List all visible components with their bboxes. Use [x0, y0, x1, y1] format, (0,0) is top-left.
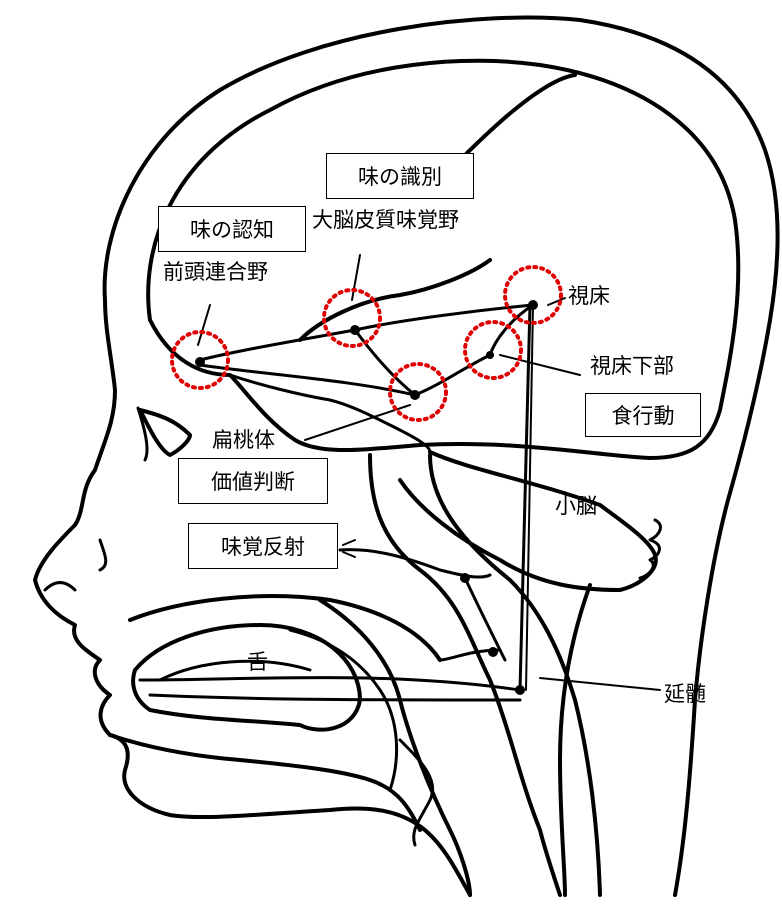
brainstem-front: [370, 455, 560, 895]
path-tongue-medulla: [140, 678, 520, 691]
path-reflex: [340, 550, 490, 577]
brainstem-back: [430, 455, 600, 895]
leader-prefrontal: [198, 305, 210, 345]
label-cerebellum: 小脳: [555, 496, 597, 517]
path-reflex-medulla: [465, 578, 505, 660]
label-taste-reflex: 味覚反射: [188, 523, 338, 569]
label-prefrontal: 前頭連合野: [163, 262, 268, 283]
leader-thalamus-label: [548, 298, 565, 305]
leader-cortex: [352, 255, 360, 300]
neck-curve-front: [320, 600, 470, 895]
leader-medulla: [540, 678, 660, 690]
label-medulla: 延髄: [664, 684, 706, 705]
nose-line: [100, 540, 106, 570]
label-taste-recognition: 味の認知: [158, 206, 306, 252]
larynx: [400, 740, 433, 845]
brain-inner-curve: [460, 75, 575, 160]
label-cerebral-taste-area: 大脳皮質味覚野: [312, 210, 459, 231]
highlight-circles: [172, 267, 561, 420]
label-taste-discrimination: 味の識別: [326, 153, 474, 199]
nostril: [45, 583, 75, 591]
label-thalamus: 視床: [568, 286, 610, 307]
label-tongue: 舌: [247, 652, 268, 673]
label-value-judgment: 価値判断: [178, 458, 328, 504]
label-eating-behavior: 食行動: [585, 393, 701, 437]
path-tongue-medulla-2: [150, 695, 520, 700]
label-hypothalamus: 視床下部: [590, 356, 674, 377]
label-amygdala: 扁桃体: [212, 430, 275, 451]
